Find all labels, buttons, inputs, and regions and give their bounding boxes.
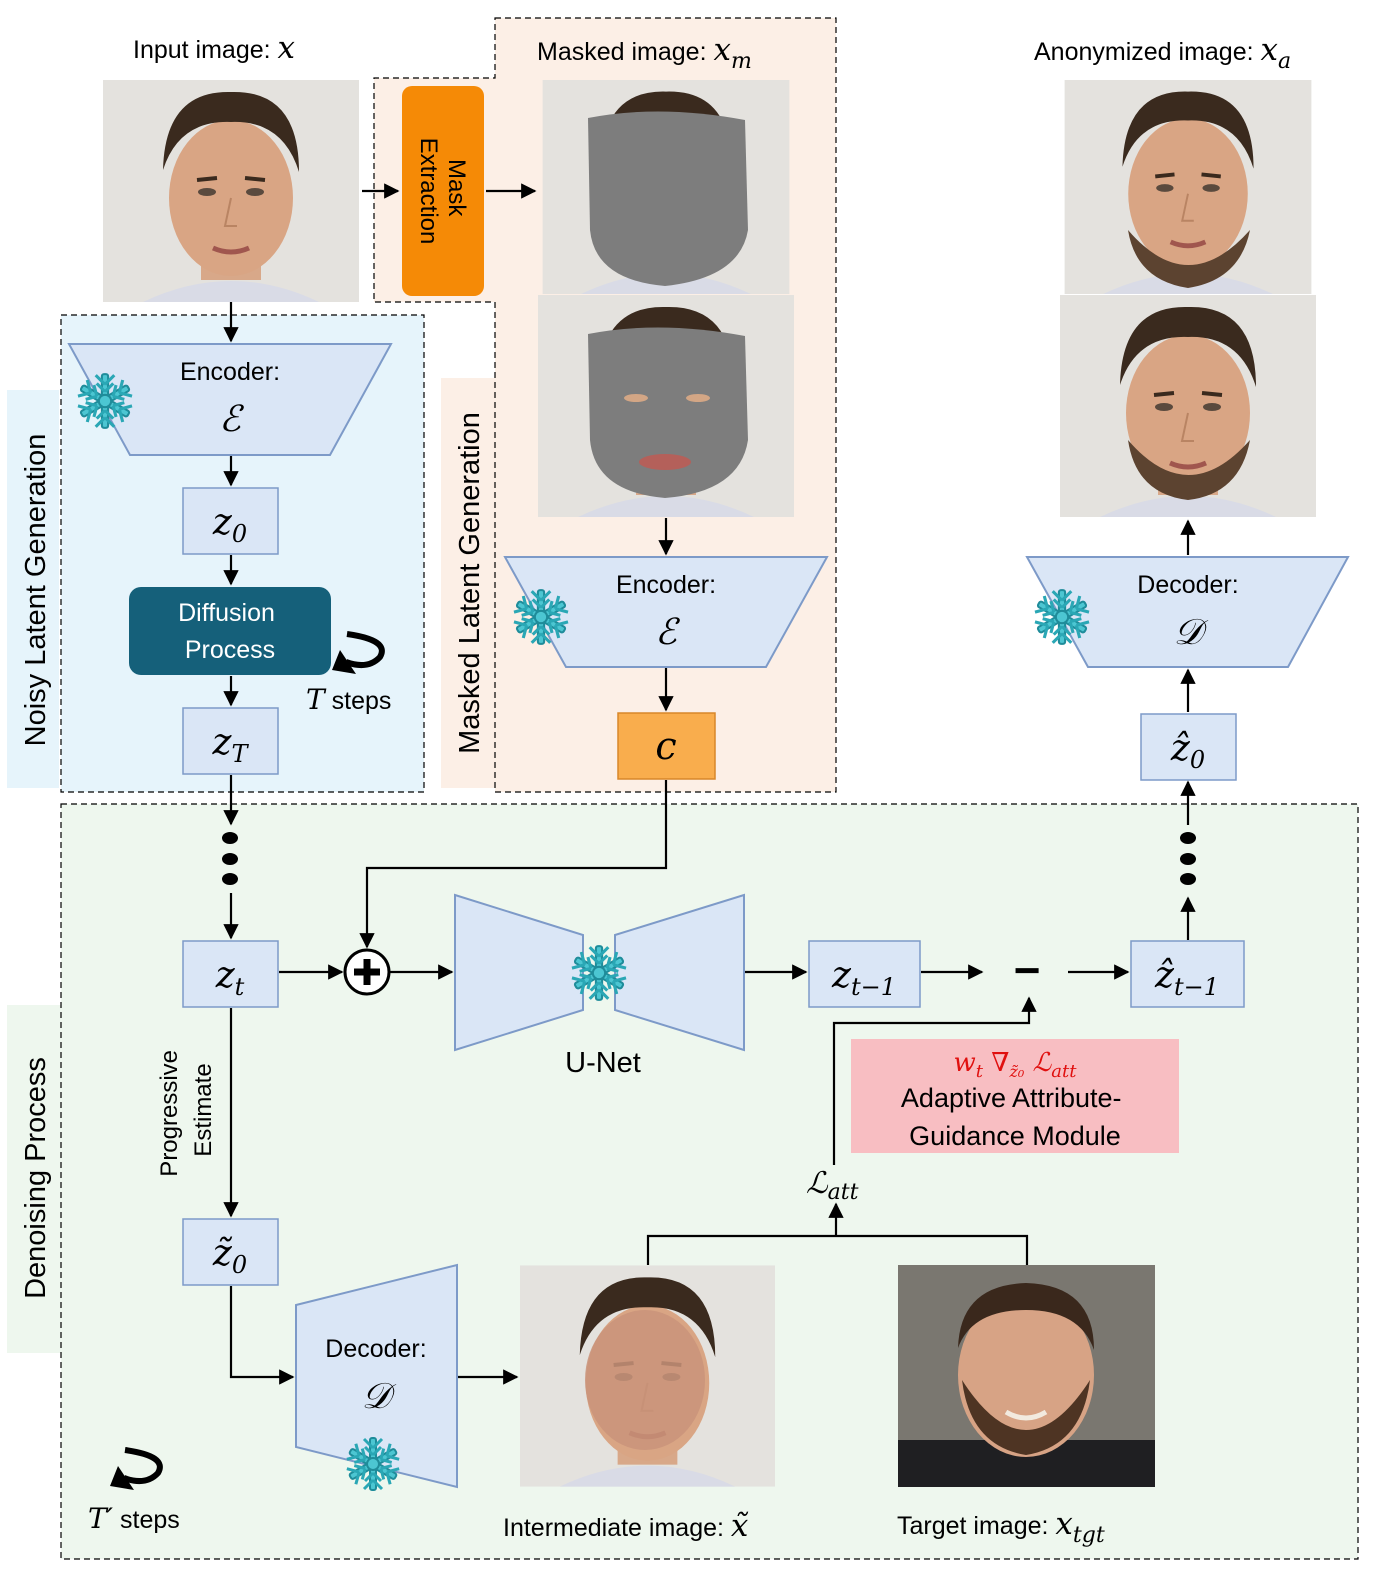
encoder-left-symbol: ℰ	[219, 399, 244, 440]
target-image	[898, 1265, 1155, 1487]
anonymized-image-2	[1060, 295, 1316, 517]
loss-att-label: ℒatt	[806, 1166, 859, 1205]
encoder-trapezoid-left	[67, 343, 393, 456]
mask-extraction-block	[402, 86, 484, 296]
zhat-t-minus-1-box	[1130, 940, 1245, 1008]
input-image-label: Input image: x	[133, 30, 296, 66]
zt-box	[182, 940, 279, 1008]
intermediate-image-label: Intermediate image: x̃	[503, 1508, 749, 1544]
ztilde0-box	[182, 1218, 279, 1286]
decoder-bottom-label: Decoder:	[325, 1335, 426, 1363]
noisy-latent-region-tab	[7, 390, 59, 788]
z0-box	[182, 487, 279, 555]
unet-encoder-half	[454, 893, 584, 1052]
target-image-label: Target image: xtgt	[897, 1506, 1105, 1548]
masked-image-full	[543, 80, 790, 294]
zt-minus-1-box	[808, 940, 921, 1008]
diffusion-process-block	[129, 587, 331, 675]
mask-extraction-label: Mask Extraction	[415, 138, 470, 245]
ztilde0-label: z̃0	[212, 1233, 247, 1279]
loop-arrow-icon	[122, 1447, 163, 1485]
denoising-title: Denoising Process	[20, 1057, 52, 1299]
anonymized-image-1	[1065, 80, 1312, 294]
decoder-right-label: Decoder:	[1137, 571, 1238, 599]
encoder-left-label: Encoder:	[180, 358, 280, 386]
ellipsis-dots-right	[1180, 832, 1196, 885]
Tprime-steps-label: T′ steps	[88, 1502, 180, 1535]
condition-c-box	[617, 712, 716, 780]
intermediate-image	[520, 1265, 775, 1486]
decoder-trapezoid-bottom	[295, 1263, 458, 1489]
input-image	[103, 80, 359, 302]
masked-image-label: Masked image: xm	[537, 32, 752, 74]
aagm-formula: wt ∇z̃₀ ℒatt	[954, 1048, 1078, 1082]
anonymized-image-label: Anonymized image: xa	[1034, 32, 1291, 74]
aagm-label: Adaptive Attribute- Guidance Module	[901, 1083, 1129, 1151]
ellipsis-dots-left	[222, 832, 238, 885]
zT-box	[182, 707, 279, 775]
unet-label: U-Net	[565, 1047, 641, 1079]
zt-minus-1-label: zt−1	[831, 955, 896, 1001]
masked-latent-region-tab	[441, 378, 495, 788]
connectors	[223, 183, 1196, 1385]
aagm-block	[851, 1039, 1179, 1153]
zT-label: zT	[212, 722, 250, 768]
loop-arrow-icon	[344, 631, 385, 669]
masked-image-partial	[538, 295, 794, 517]
progressive-estimate-label: Progressive Estimate	[156, 1043, 217, 1176]
z0-label: z0	[212, 502, 247, 548]
diffusion-process-label: Diffusion Process	[178, 599, 282, 664]
condition-c-label: c	[655, 724, 676, 768]
zt-label: zt	[215, 955, 245, 1001]
subtract-operator: −	[1014, 944, 1041, 996]
masked-latent-title: Masked Latent Generation	[454, 412, 486, 754]
T-steps-label: T steps	[306, 683, 391, 716]
zhat-t-minus-1-label: ẑt−1	[1154, 955, 1219, 1001]
encoder-middle-label: Encoder:	[616, 571, 716, 599]
denoising-region-tab	[7, 1005, 61, 1353]
noisy-latent-title: Noisy Latent Generation	[20, 434, 52, 747]
zhat0-label: ẑ0	[1170, 728, 1205, 774]
zhat0-box	[1140, 713, 1237, 781]
encoder-middle-symbol: ℰ	[655, 612, 680, 653]
